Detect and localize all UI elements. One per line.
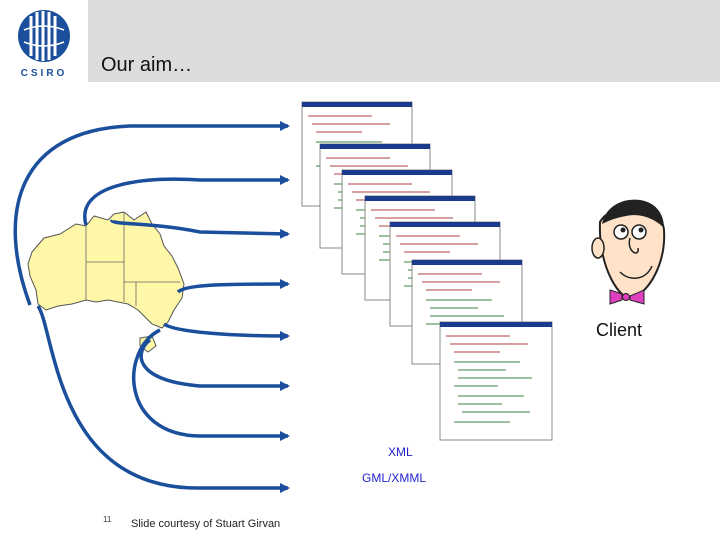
csiro-logo-icon: CSIRO — [18, 10, 70, 79]
arrow-2 — [83, 175, 290, 226]
page-number: 11 — [103, 515, 112, 524]
slide-title: Our aim… — [101, 54, 193, 76]
arrow-6 — [139, 338, 290, 391]
logo-area: CSIRO — [0, 0, 88, 82]
xml-document-window-icon — [439, 321, 553, 441]
client-label: Client — [596, 320, 643, 340]
arrow-8 — [36, 304, 290, 493]
xml-documents — [301, 101, 553, 441]
gml-label: GML/XMML — [362, 471, 427, 485]
header-band — [88, 0, 720, 82]
australia-map-icon — [27, 211, 185, 353]
arrow-7 — [132, 328, 290, 441]
client-face-icon — [591, 199, 666, 305]
data-flow-arrows — [13, 121, 290, 493]
footer-credit: Slide courtesy of Stuart Girvan — [131, 518, 281, 530]
arrow-3 — [110, 218, 290, 239]
arrow-1 — [13, 121, 290, 306]
arrow-4 — [176, 279, 290, 294]
xml-label: XML — [388, 445, 413, 459]
arrow-5 — [162, 322, 290, 341]
logo-text: CSIRO — [21, 68, 68, 79]
